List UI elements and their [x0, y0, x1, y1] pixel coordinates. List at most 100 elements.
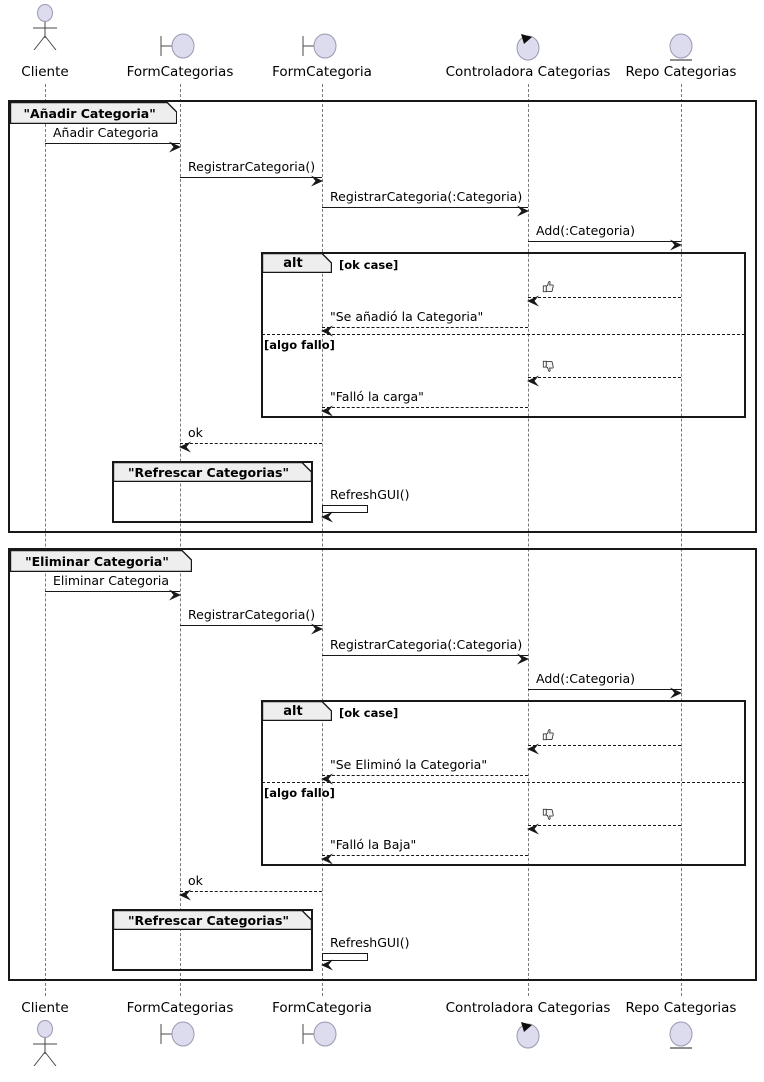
- message-line-n3: [322, 655, 528, 656]
- message-label-b2: "Se Eliminó la Categoria": [330, 757, 488, 772]
- participant-label-cliente-top: Cliente: [21, 64, 69, 80]
- message-label-a4: "Falló la carga": [330, 389, 424, 404]
- alt-guard-alt1-1: [algo fallo]: [264, 338, 335, 352]
- message-label-n3: RegistrarCategoria(:Categoria): [330, 637, 523, 652]
- thumbs-up-icon: [542, 728, 555, 741]
- self-message-box-s1: [322, 505, 368, 513]
- message-line-n5: [180, 891, 322, 892]
- message-line-m3: [322, 207, 528, 208]
- message-line-b4: [322, 855, 528, 856]
- boundary-interface-icon: [159, 1020, 197, 1052]
- message-line-a1: [528, 297, 681, 298]
- arrowhead-a2: [321, 322, 333, 341]
- boundary-interface-icon: [301, 1020, 339, 1052]
- thumbs-down-icon: [542, 808, 555, 821]
- arrowhead-m5: [179, 438, 191, 457]
- thumbs-up-icon: [542, 280, 555, 293]
- entity-circle-underline-icon: [665, 32, 697, 68]
- participant-label-cliente-bottom: Cliente: [21, 1000, 69, 1016]
- arrowhead-m3: [517, 202, 529, 221]
- participant-label-controladora-top: Controladora Categorias: [445, 64, 611, 80]
- arrowhead-m2: [311, 172, 323, 191]
- message-line-n1: [45, 591, 180, 592]
- arrowhead-a4: [321, 402, 333, 421]
- message-label-m2: RegistrarCategoria(): [188, 159, 316, 174]
- message-line-n2: [180, 625, 322, 626]
- arrowhead-m4: [670, 236, 682, 255]
- message-label-n2: RegistrarCategoria(): [188, 607, 316, 622]
- lifeline-formcat: [322, 84, 323, 996]
- message-label-n1: Eliminar Categoria: [53, 573, 170, 588]
- thumbs-down-icon: [542, 360, 555, 373]
- group-frame-tab-anadir-text: "Añadir Categoria": [23, 105, 156, 121]
- self-message-box-s2: [322, 953, 368, 961]
- self-message-label-s2: RefreshGUI(): [330, 935, 410, 950]
- alt-divider-alt1: [262, 334, 745, 335]
- message-line-m2: [180, 177, 322, 178]
- alt-operator-tab-alt1: alt: [261, 252, 333, 274]
- group-frame-tab-anadir: "Añadir Categoria": [9, 101, 178, 125]
- arrowhead-b3: [527, 820, 539, 839]
- message-line-n4: [528, 689, 681, 690]
- message-label-m4: Add(:Categoria): [536, 223, 635, 238]
- message-line-a2: [322, 327, 528, 328]
- alt-guard-alt2-1: [algo fallo]: [264, 786, 335, 800]
- participant-label-formcat-bottom: FormCategoria: [272, 1000, 372, 1016]
- control-circle-arrow-icon: [512, 1020, 544, 1054]
- message-label-n5: ok: [188, 873, 203, 888]
- nested-group-tab-refrescar1-text: "Refrescar Categorias": [128, 464, 289, 480]
- lifeline-cliente: [45, 84, 46, 996]
- message-label-m1: Añadir Categoria: [53, 125, 159, 140]
- alt-fragment-alt2: [261, 700, 746, 866]
- alt-operator-tab-alt2: alt: [261, 700, 333, 722]
- arrowhead-n1: [169, 586, 181, 605]
- self-message-label-s1: RefreshGUI(): [330, 487, 410, 502]
- actor-stick-figure-icon: [27, 4, 63, 54]
- arrowhead-s1: [321, 508, 333, 527]
- group-frame-anadir: [8, 100, 757, 533]
- lifeline-formcats: [180, 84, 181, 996]
- arrowhead-m1: [169, 138, 181, 157]
- arrowhead-b1: [527, 740, 539, 759]
- nested-group-tab-refrescar2-text: "Refrescar Categorias": [128, 912, 289, 928]
- alt-fragment-alt1: [261, 252, 746, 418]
- alt-guard-alt1-0: [ok case]: [339, 258, 399, 272]
- message-label-m5: ok: [188, 425, 203, 440]
- participant-label-controladora-bottom: Controladora Categorias: [445, 1000, 611, 1016]
- alt-divider-alt2: [262, 782, 745, 783]
- message-line-b2: [322, 775, 528, 776]
- arrowhead-n5: [179, 886, 191, 905]
- actor-stick-figure-icon: [27, 1020, 63, 1070]
- message-line-b3: [528, 825, 681, 826]
- arrowhead-b4: [321, 850, 333, 869]
- group-frame-eliminar: [8, 548, 757, 981]
- nested-group-tab-refrescar1: "Refrescar Categorias": [112, 461, 313, 483]
- arrowhead-a1: [527, 292, 539, 311]
- entity-circle-underline-icon: [665, 1020, 697, 1056]
- message-line-b1: [528, 745, 681, 746]
- arrowhead-n4: [670, 684, 682, 703]
- nested-group-tab-refrescar2: "Refrescar Categorias": [112, 909, 313, 931]
- message-label-b4: "Falló la Baja": [330, 837, 417, 852]
- participant-label-formcats-top: FormCategorias: [126, 64, 234, 80]
- arrowhead-a3: [527, 372, 539, 391]
- message-label-m3: RegistrarCategoria(:Categoria): [330, 189, 523, 204]
- message-line-m4: [528, 241, 681, 242]
- message-label-a2: "Se añadió la Categoria": [330, 309, 484, 324]
- arrowhead-s2: [321, 956, 333, 975]
- control-circle-arrow-icon: [512, 32, 544, 66]
- arrowhead-n3: [517, 650, 529, 669]
- participant-label-formcat-top: FormCategoria: [272, 64, 372, 80]
- participant-label-formcats-bottom: FormCategorias: [126, 1000, 234, 1016]
- arrowhead-n2: [311, 620, 323, 639]
- message-line-a3: [528, 377, 681, 378]
- group-frame-tab-eliminar: "Eliminar Categoria": [9, 549, 193, 573]
- alt-guard-alt2-0: [ok case]: [339, 706, 399, 720]
- message-line-a4: [322, 407, 528, 408]
- group-frame-tab-eliminar-text: "Eliminar Categoria": [25, 553, 169, 569]
- message-label-n4: Add(:Categoria): [536, 671, 635, 686]
- arrowhead-b2: [321, 770, 333, 789]
- lifeline-repo: [681, 84, 682, 996]
- message-line-m1: [45, 143, 180, 144]
